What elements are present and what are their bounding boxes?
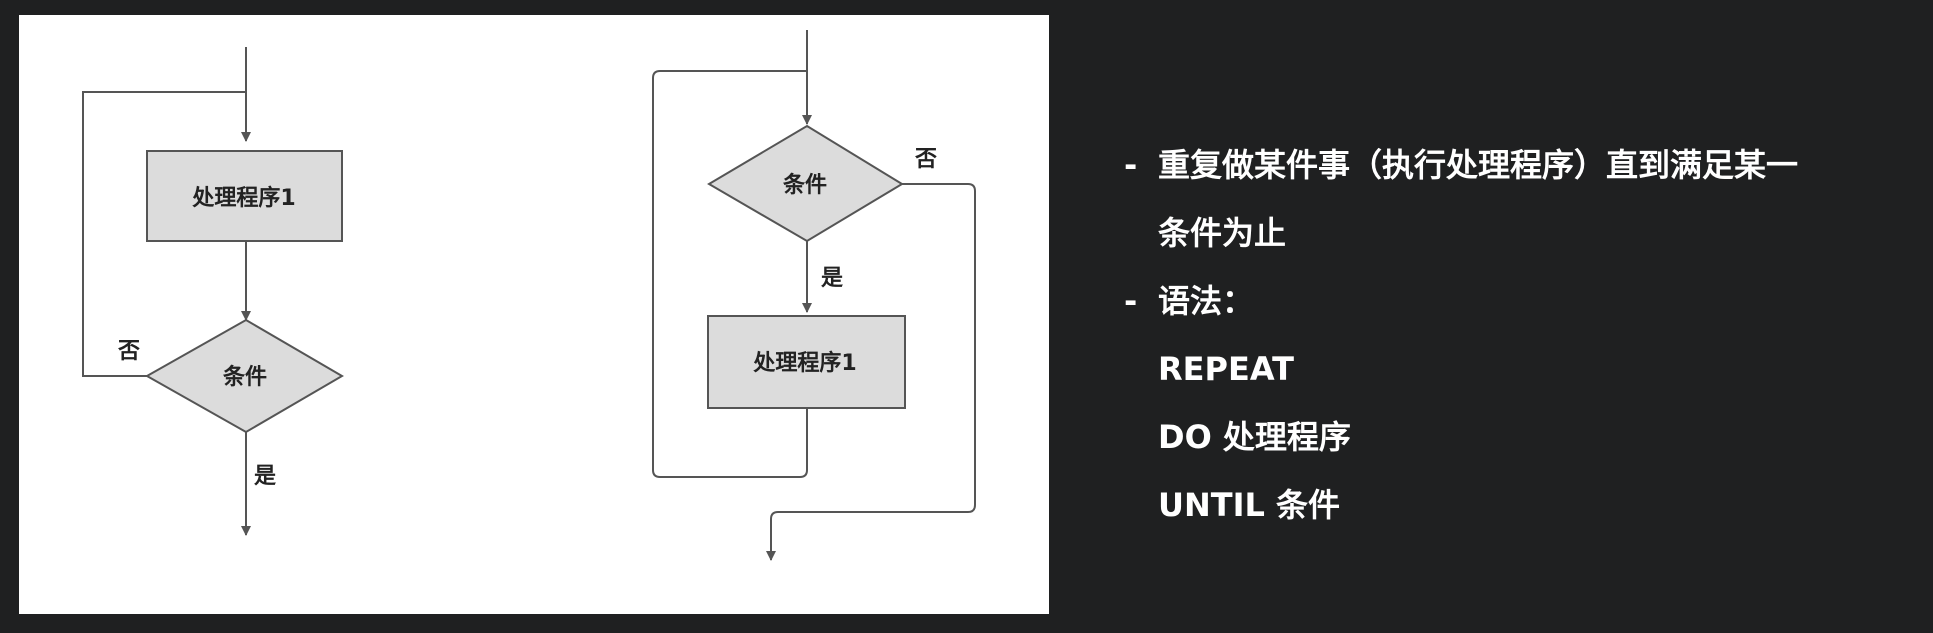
note-line-4: REPEAT [1118,335,1918,403]
notes-panel: - 重复做某件事（执行处理程序）直到满足某一 条件为止 - 语法： REPEAT… [1118,131,1918,539]
left-yes-label: 是 [254,464,276,489]
flowchart-canvas: 处理程序1 条件 否 是 条件 是 处理程序1 否 [82,30,976,561]
note-line-3: - 语法： [1118,267,1918,335]
note-line-5: DO 处理程序 [1118,403,1918,471]
right-condition-label: 条件 [782,172,827,198]
left-loop-back-line [82,91,246,377]
right-yes-label: 是 [821,266,843,291]
note-description-line-b: 条件为止 [1158,214,1287,252]
note-syntax-heading: 语法： [1158,282,1255,320]
right-no-label: 否 [914,147,937,172]
note-line-2: 条件为止 [1118,199,1918,267]
right-exit-arrow [766,183,976,561]
left-process-box [146,150,343,242]
note-line-1: - 重复做某件事（执行处理程序）直到满足某一 [1118,131,1918,199]
left-condition-label: 条件 [222,364,267,390]
bullet-1: - [1124,146,1138,184]
left-flowchart: 处理程序1 条件 否 是 [82,47,344,536]
syntax-do: DO 处理程序 [1158,418,1351,456]
note-description-line-a: 重复做某件事（执行处理程序）直到满足某一 [1158,146,1799,184]
right-flowchart: 条件 是 处理程序1 否 [652,30,976,561]
syntax-until: UNTIL 条件 [1158,486,1341,524]
right-loop-back-line [652,70,808,478]
left-process-label: 处理程序1 [191,185,295,211]
flowchart-panel: 处理程序1 条件 否 是 条件 是 处理程序1 否 [19,15,1049,614]
left-no-label: 否 [117,339,140,364]
right-process-box [707,315,906,409]
bullet-2: - [1124,282,1138,320]
right-process-label: 处理程序1 [752,350,856,376]
note-line-6: UNTIL 条件 [1118,471,1918,539]
syntax-repeat: REPEAT [1158,350,1294,388]
